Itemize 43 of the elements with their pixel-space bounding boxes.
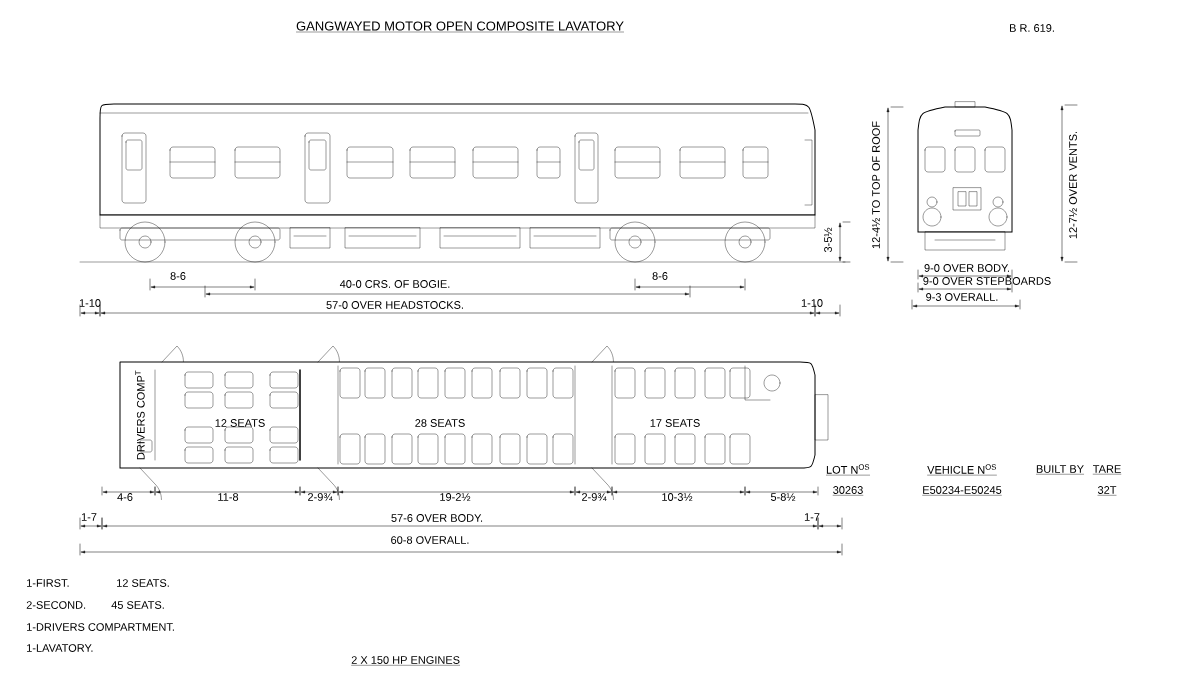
dimension-text: 5-8½ (770, 493, 796, 501)
note-text: 12 SEATS. (117, 579, 169, 587)
table-heading: TARE (1092, 465, 1122, 475)
table-value: E50234-E50245 (922, 486, 1002, 496)
note-text: 45 SEATS. (111, 601, 164, 609)
dimension-text: 57-0 OVER HEADSTOCKS. (326, 301, 463, 309)
note-text: 2-SECOND. (26, 601, 86, 609)
seat-count: 17 SEATS (650, 419, 700, 427)
dimension-text: 12-7½ OVER VENTS. (1069, 131, 1077, 239)
dimension-text: 12-4½ TO TOP OF ROOF (872, 121, 880, 249)
dimension-text: 60-8 OVERALL. (391, 536, 469, 544)
dimension-text: 10-3½ (662, 493, 693, 501)
table-heading: LOT N$^{OS}$ (825, 464, 871, 476)
dimension-text: 8-6 (170, 272, 186, 280)
seat-count: 12 SEATS (215, 419, 265, 427)
compartment-label: DRIVERS COMP$^{T}$ (135, 370, 145, 460)
drawing-number: B R. 619. (1010, 24, 1054, 32)
dimension-text: 1-7 (804, 513, 820, 521)
dimension-text: 1-10 (801, 299, 823, 307)
table-heading: BUILT BY (1035, 465, 1085, 475)
dimension-text: 57-6 OVER BODY. (391, 514, 483, 522)
dimension-text: 2-9¾ (308, 493, 333, 501)
dimension-text: 9-3 OVERALL. (926, 293, 998, 301)
note-text: 1-DRIVERS COMPARTMENT. (27, 623, 174, 631)
seat-count: 28 SEATS (415, 419, 465, 427)
title: GANGWAYED MOTOR OPEN COMPOSITE LAVATORY (295, 21, 625, 33)
dimension-text: 40-0 CRS. OF BOGIE. (339, 280, 450, 288)
dimension-text: 3-5½ (824, 227, 832, 253)
dimension-text: 19-2½ (440, 493, 471, 501)
dimension-text: 11-8 (218, 493, 239, 501)
note-text: 1-FIRST. (27, 579, 69, 587)
dimension-text: 4-6 (117, 493, 133, 501)
table-value: 32T (1097, 486, 1117, 496)
dimension-text: 1-7 (81, 513, 97, 521)
dimension-text: 8-6 (652, 272, 668, 280)
dimension-text: 1-10 (79, 299, 101, 307)
dimension-text: 9-0 OVER BODY. (924, 264, 1009, 272)
engine-note: 2 X 150 HP ENGINES (351, 656, 461, 666)
table-heading: VEHICLE N$^{OS}$ (926, 464, 998, 476)
dimension-text: 9-0 OVER STEPBOARDS (923, 277, 1051, 285)
table-value: 30263 (832, 486, 864, 496)
dimension-text: 2-9¾ (582, 493, 607, 501)
note-text: 1-LAVATORY. (27, 644, 93, 652)
